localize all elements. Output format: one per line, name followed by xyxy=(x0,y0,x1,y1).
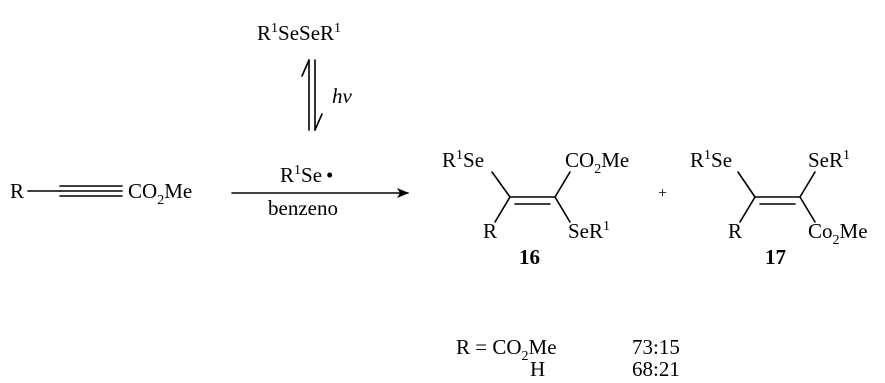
reactant-bonds xyxy=(27,185,123,197)
reactant-r: R xyxy=(10,179,24,203)
p16-co2me: CO2Me xyxy=(565,148,629,177)
p16-ser1: SeR1 xyxy=(568,219,610,243)
reagent-sup2: 1 xyxy=(334,21,341,36)
product-17: R1Se SeR1 R Co2Me 17 xyxy=(690,148,868,269)
p16-bonds xyxy=(491,171,571,223)
arrow-below-label: benzeno xyxy=(268,196,338,220)
reagent-diselenide: R1SeSeR1 xyxy=(257,21,341,45)
plus-sign: + xyxy=(658,185,667,202)
equilibrium-arrows xyxy=(301,59,323,131)
ratio-table: R = CO2Me 73:15 H 68:21 xyxy=(456,335,680,381)
hv-label: hv xyxy=(332,84,353,108)
ratio-row1-value: 73:15 xyxy=(632,335,680,359)
ratio-row1-label: R = CO2Me xyxy=(456,335,557,364)
reactant-co2me: CO2Me xyxy=(128,179,192,208)
product-16: R1Se CO2Me R SeR1 16 xyxy=(442,148,629,269)
ratio-row2-value: 68:21 xyxy=(632,357,680,381)
p17-co2me: Co2Me xyxy=(808,219,868,248)
p17-r1se: R1Se xyxy=(690,148,732,172)
ratio-row2-label: H xyxy=(530,357,545,381)
p16-r1se: R1Se xyxy=(442,148,484,172)
p17-number: 17 xyxy=(765,245,786,269)
p16-number: 16 xyxy=(519,245,540,269)
p17-r: R xyxy=(728,219,742,243)
p17-ser1: SeR1 xyxy=(808,148,850,172)
arrow-above-label: R1Se• xyxy=(280,163,333,187)
reagent-sup1: 1 xyxy=(271,21,278,36)
p16-r: R xyxy=(483,219,497,243)
reagent-r: R xyxy=(257,21,271,45)
p17-bonds xyxy=(737,171,816,223)
reagent-seser: SeSeR xyxy=(278,21,334,45)
